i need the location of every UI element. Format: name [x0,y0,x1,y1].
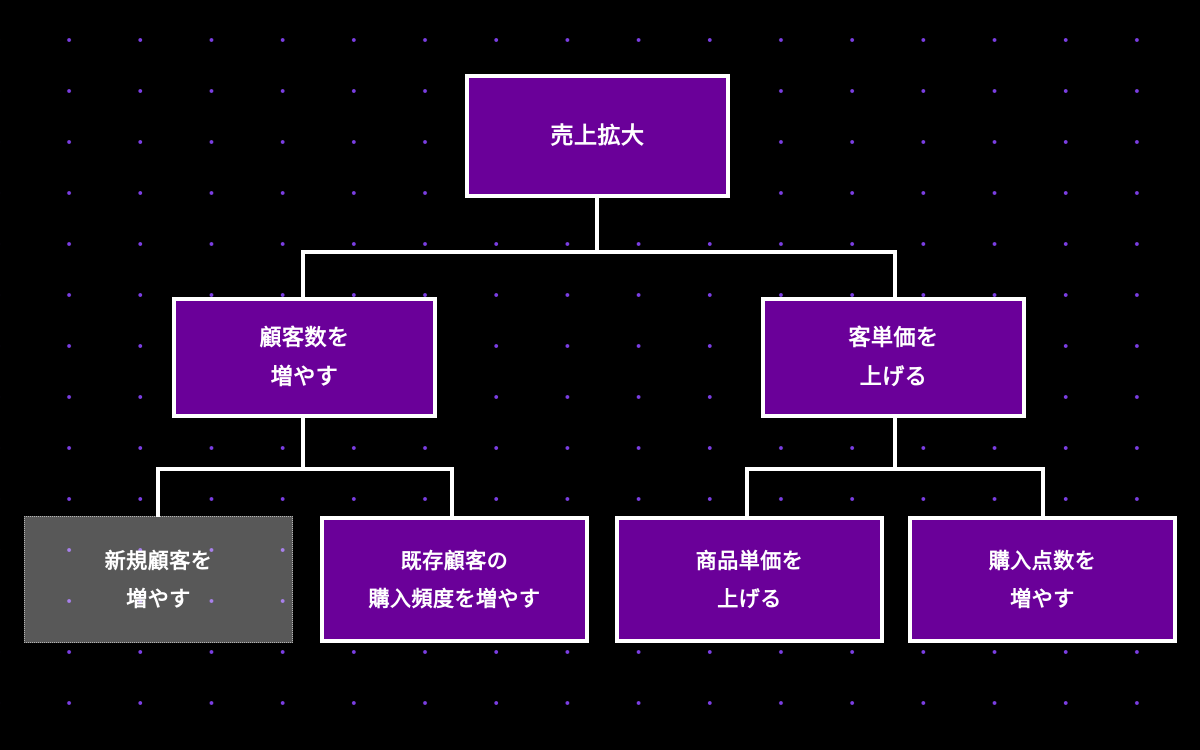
node-leaf-purchase-frequency-line-1: 既存顧客の [400,548,509,573]
connector-branch-right-bus [745,467,1045,471]
node-branch-left[interactable]: 顧客数を 増やす [172,297,437,418]
connector-root-stem [595,197,599,253]
node-leaf-new-customers-line-1: 新規顧客を [104,548,213,573]
node-branch-left-line-2: 増やす [270,364,339,390]
node-leaf-purchase-frequency[interactable]: 既存顧客の 購入頻度を増やす [320,516,589,643]
node-leaf-item-count-line-1: 購入点数を [988,548,1097,573]
connector-branch-left-bus [156,467,454,471]
node-root[interactable]: 売上拡大 [465,74,730,198]
node-branch-left-line-1: 顧客数を [259,325,350,351]
connector-branch-right-stem [893,417,897,470]
node-root-line-1: 売上拡大 [550,123,645,149]
node-branch-right-line-2: 上げる [859,364,928,390]
node-leaf-new-customers-line-2: 増やす [126,586,191,611]
node-branch-right-line-1: 客単価を [848,325,939,351]
connector-branch-left-to-leaf-2 [450,467,454,517]
connector-branch-right-to-leaf-4 [1041,467,1045,517]
connector-branch-left-to-leaf-1 [156,467,160,517]
node-leaf-unit-price[interactable]: 商品単価を 上げる [615,516,884,643]
node-leaf-item-count-line-2: 増やす [1010,586,1075,611]
node-leaf-new-customers[interactable]: 新規顧客を 増やす [24,516,293,643]
connector-branch-right-to-leaf-3 [745,467,749,517]
node-branch-right[interactable]: 客単価を 上げる [761,297,1026,418]
node-leaf-unit-price-line-2: 上げる [717,586,782,611]
connector-root-to-branch-right [893,250,897,298]
connector-root-bus [301,250,897,254]
node-leaf-item-count[interactable]: 購入点数を 増やす [908,516,1177,643]
connector-root-to-branch-left [301,250,305,298]
node-leaf-purchase-frequency-line-2: 購入頻度を増やす [368,586,541,611]
node-leaf-unit-price-line-1: 商品単価を [695,548,804,573]
connector-branch-left-stem [301,417,305,470]
